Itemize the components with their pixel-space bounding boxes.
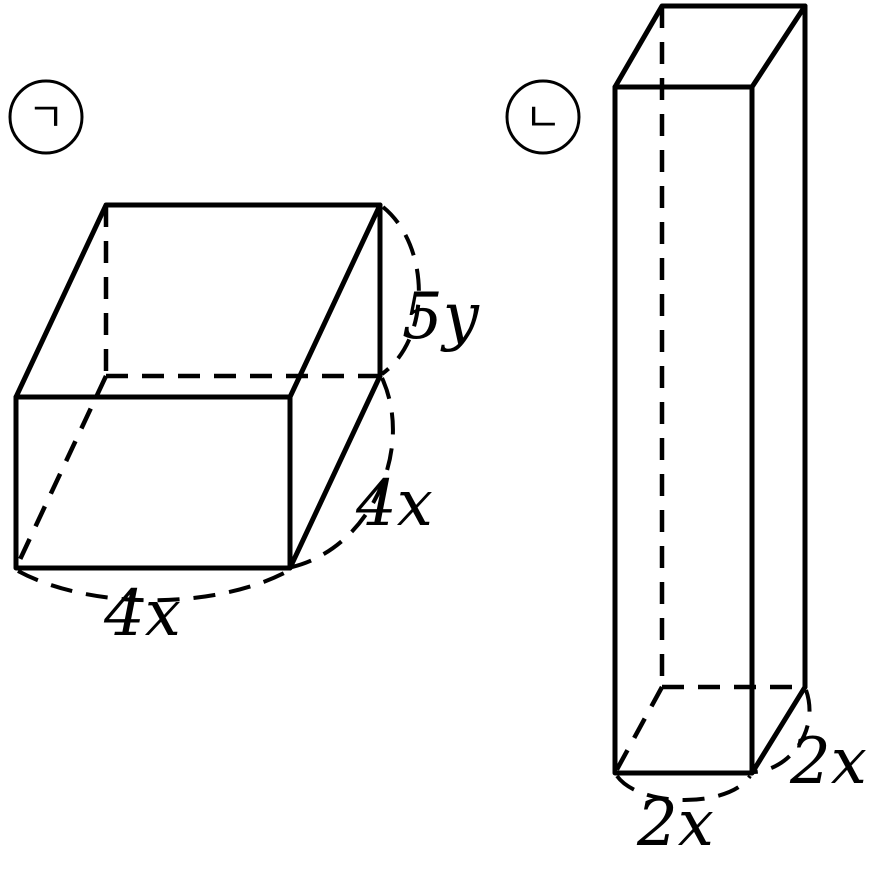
- depth-label-right: 2x: [789, 725, 867, 799]
- prism-left: ㄱ 5y 4x 4x: [8, 79, 480, 651]
- prism-right: ㄴ 2x 2x: [505, 3, 867, 861]
- right-bottom-edge: [749, 684, 808, 776]
- hidden-edge: [613, 685, 664, 775]
- width-brace: [615, 774, 752, 802]
- right-bottom-edge: [287, 373, 383, 571]
- tag-circle-left: [8, 79, 84, 155]
- tag-label-left: ㄱ: [28, 95, 65, 141]
- top-face: [13, 202, 383, 400]
- tag-label-right: ㄴ: [525, 95, 562, 141]
- width-label-right: 2x: [636, 787, 714, 861]
- front-face: [612, 84, 755, 776]
- depth-brace: [291, 377, 395, 569]
- hidden-edge: [13, 375, 109, 569]
- width-label-left: 4x: [103, 577, 181, 651]
- tag-circle-right: [505, 79, 581, 155]
- top-face: [612, 3, 808, 90]
- depth-label-left: 4x: [355, 467, 433, 541]
- depth-brace: [753, 689, 812, 774]
- height-label-left: 5y: [402, 280, 480, 354]
